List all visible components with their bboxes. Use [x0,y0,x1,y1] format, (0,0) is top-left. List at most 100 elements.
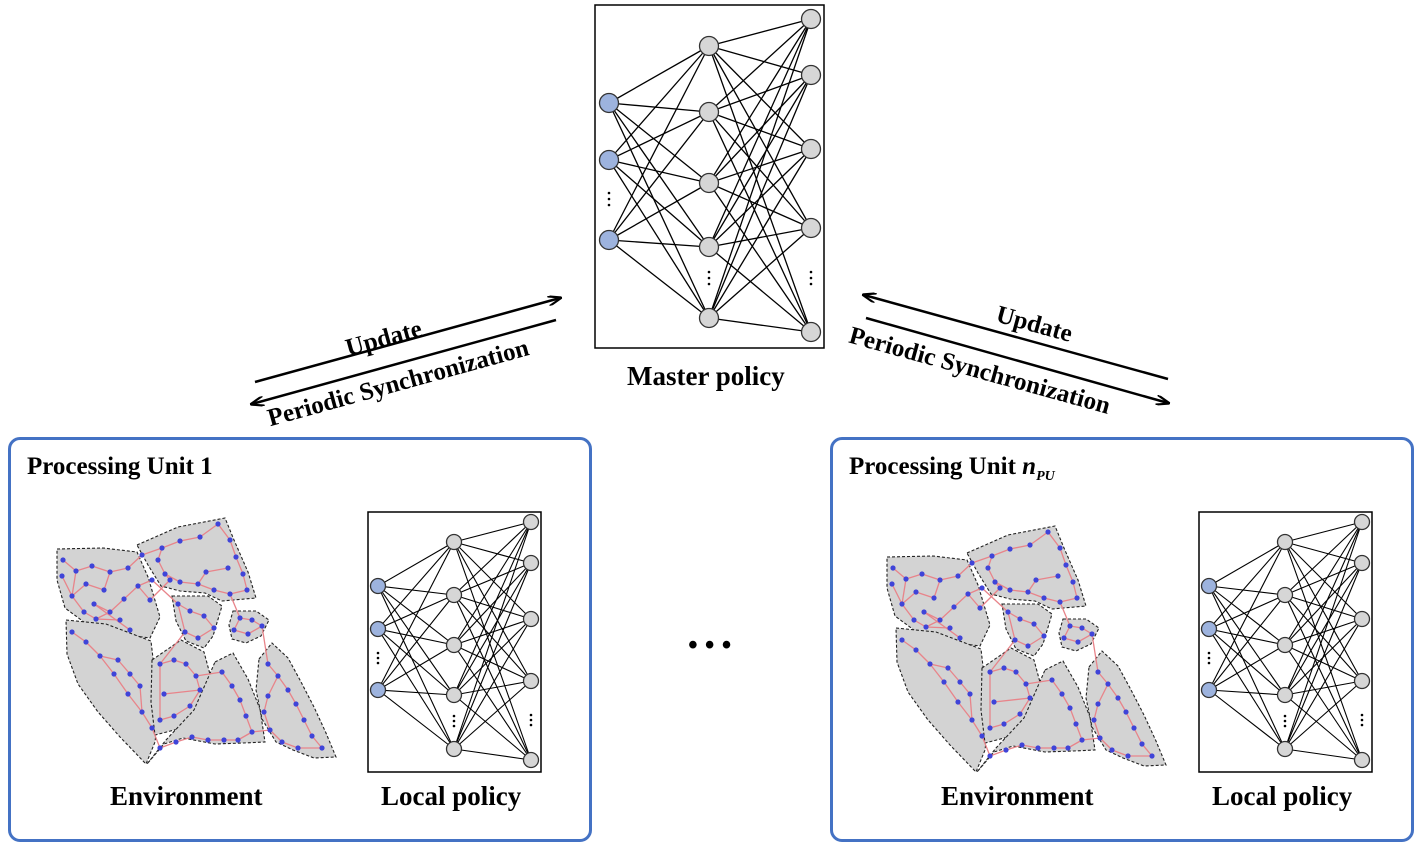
graph-edge [1009,544,1031,550]
graph-edge [237,731,253,741]
graph-node [1059,691,1065,697]
graph-node [203,569,209,575]
network-edge [453,521,532,696]
graph-edge [179,536,201,542]
graph-node [1027,542,1033,548]
graph-edge [177,603,186,633]
network-edge [453,521,532,750]
graph-edge [311,735,323,749]
graph-node [921,609,927,615]
ellipsis-dot [529,723,533,727]
hidden-node [800,217,822,239]
network-edge [708,18,812,47]
graph-edge [1051,679,1063,695]
graph-edge [163,689,201,695]
graph-region [966,525,1087,610]
graph-edge [95,618,121,621]
graph-node [1017,711,1023,717]
graph-edge [1061,693,1071,709]
local-policy-network-2 [1198,511,1373,773]
graph-edge [1133,727,1143,745]
graph-node [121,596,127,602]
network-edge [608,159,710,319]
graph-edge [939,575,959,581]
graph-node [1007,546,1013,552]
graph-edge [1019,697,1031,715]
graph-edge [141,711,153,729]
graph-region [56,547,161,639]
graph-node [913,647,919,653]
network-edge [377,541,455,587]
graph-node [227,591,233,597]
graph-edge [1107,683,1119,699]
graph-node [985,565,991,571]
graph-node [237,697,243,703]
graph-node [931,595,937,601]
graph-node [1131,725,1137,731]
graph-node [69,629,75,635]
graph-node [201,613,207,619]
network-edge [708,246,812,333]
hidden-node [522,751,540,769]
network-edge [1284,541,1363,620]
graph-edge [1072,581,1078,599]
graph-node [139,709,145,715]
graph-edge [71,631,87,643]
network-edge [608,102,710,113]
hidden-node [445,740,463,758]
graph-node [240,571,246,577]
network-edge [453,680,532,696]
ellipsis-dot [1360,723,1364,727]
graph-node [197,687,203,693]
hidden-node [800,138,822,160]
environment-graph-1 [56,517,337,765]
graph-edge [91,565,111,573]
network-edge [1284,521,1363,646]
network-edge [1284,644,1363,761]
graph-node [1063,562,1069,568]
graph-edge [93,603,131,631]
graph-edge [1059,601,1071,627]
graph-node [244,587,250,593]
environment-label-n: Environment [941,781,1094,811]
network-edge [377,585,455,596]
graph-node [177,579,183,585]
graph-node [261,709,267,715]
graph-edge [127,693,143,713]
hidden-node [522,672,540,690]
graph-edge [981,735,991,757]
ellipsis-dot [1360,713,1364,717]
graph-edge [229,589,248,595]
graph-node [1045,529,1051,535]
ellipsis-dot [607,197,611,201]
hidden-node [522,513,540,531]
graph-node [195,581,201,587]
graph-node [101,587,107,593]
network-edge [453,541,532,620]
graph-node [197,534,203,540]
graph-node [235,737,241,743]
graph-node [215,521,221,527]
graph-node [1017,616,1023,622]
graph-node [1005,609,1011,615]
graph-edge [239,699,247,717]
graph-node [127,627,133,633]
graph-node [889,581,895,587]
ellipsis-dot [529,718,533,722]
graph-node [83,581,89,587]
graph-node [923,624,929,630]
graph-node [125,565,131,571]
hidden-node [445,533,463,551]
graph-edge [261,625,269,665]
input-node [598,149,620,171]
graph-edge [303,719,313,737]
graph-node [1123,709,1129,715]
graph-edge [269,729,283,743]
graph-node [60,557,66,563]
graph-node [147,597,153,603]
graph-edge [947,667,961,683]
network-edge [708,111,812,150]
graph-node [1067,623,1073,629]
hidden-node [1353,672,1371,690]
